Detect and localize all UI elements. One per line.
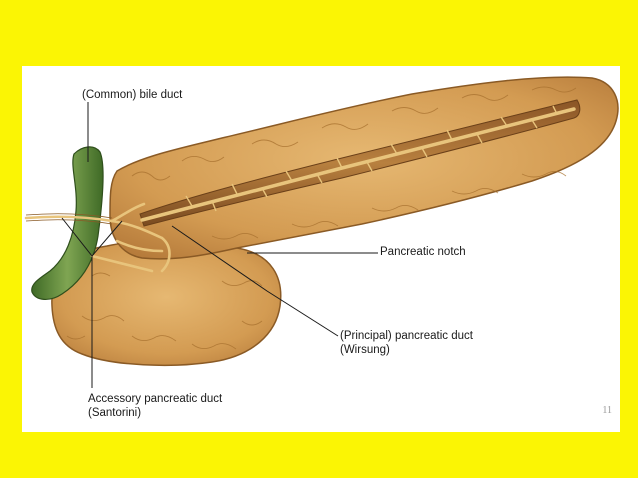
common-bile-duct [31,146,104,300]
accessory-duct-outline [25,213,113,225]
label-principal-line1: (Principal) pancreatic duct [340,330,473,342]
label-principal-pancreatic-duct: (Principal) pancreatic duct (Wirsung) [340,329,473,357]
label-accessory-pancreatic-duct: Accessory pancreatic duct (Santorini) [88,392,222,420]
duct-tributaries [185,105,558,212]
accessory-duct-system [24,202,171,273]
leader-accessory-2 [61,217,93,257]
label-common-bile-duct: (Common) bile duct [82,89,183,101]
label-pancreatic-notch: Pancreatic notch [380,246,466,258]
leader-accessory-3 [91,220,123,257]
pancreas-head [51,240,282,367]
label-accessory-line1: Accessory pancreatic duct [88,393,223,405]
label-principal-line2: (Wirsung) [340,344,390,356]
leader-lines [61,102,378,388]
main-pancreatic-duct [140,107,576,222]
pancreas-illustration [24,76,619,388]
page-number: 11 [602,405,612,416]
slide-frame: (Common) bile duct Pancreatic notch (Pri… [22,66,620,432]
lobule-texture [66,86,577,350]
leader-principal [171,225,339,337]
label-accessory-line2: (Santorini) [88,407,142,419]
